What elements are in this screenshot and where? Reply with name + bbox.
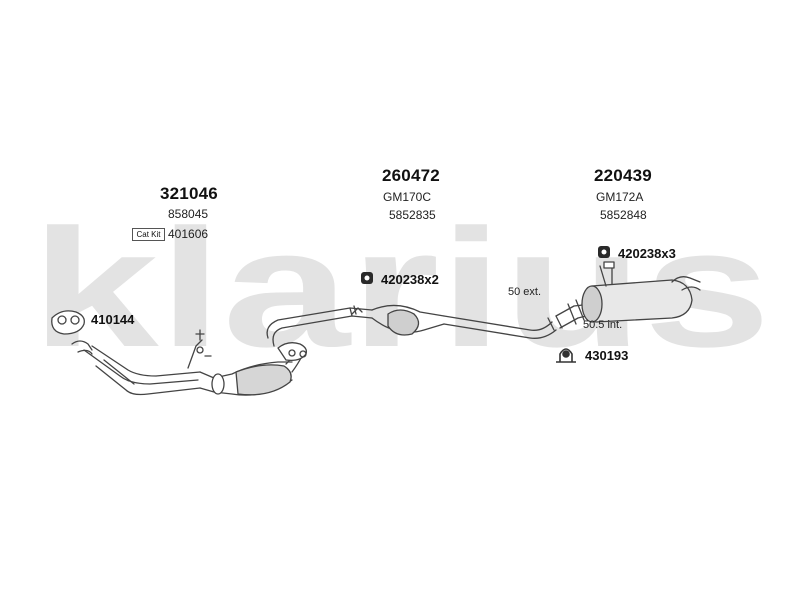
middle-code: GM170C — [383, 190, 432, 204]
clamp-icon — [556, 348, 576, 363]
joint-note-ext: 50 ext. — [508, 286, 542, 298]
joint-note-int: 50.5 int. — [583, 319, 623, 331]
cat-kit-badge: Cat Kit — [132, 228, 165, 241]
gasket-part-number: 410144 — [91, 312, 135, 327]
middle-mount-label: 420238x2 — [381, 272, 439, 287]
middle-silencer-section — [266, 304, 563, 347]
rear-silencer-section — [555, 261, 701, 329]
rear-part-number: 220439 — [594, 166, 652, 185]
middle-part-number: 260472 — [382, 166, 440, 185]
rubber-mount-icon — [361, 272, 373, 284]
catalytic-converter — [199, 342, 308, 396]
cat-kit-reference: 401606 — [168, 227, 209, 241]
rubber-mount-icon — [598, 246, 610, 258]
rear-reference: 5852848 — [600, 208, 647, 222]
gasket-icon — [51, 310, 85, 335]
front-reference: 858045 — [168, 207, 209, 221]
front-downpipe — [71, 329, 212, 396]
rear-code: GM172A — [596, 190, 644, 204]
middle-reference: 5852835 — [389, 208, 436, 222]
clamp-part-number: 430193 — [585, 348, 629, 363]
rear-mount-label: 420238x3 — [618, 246, 676, 261]
front-part-number: 321046 — [160, 184, 218, 203]
